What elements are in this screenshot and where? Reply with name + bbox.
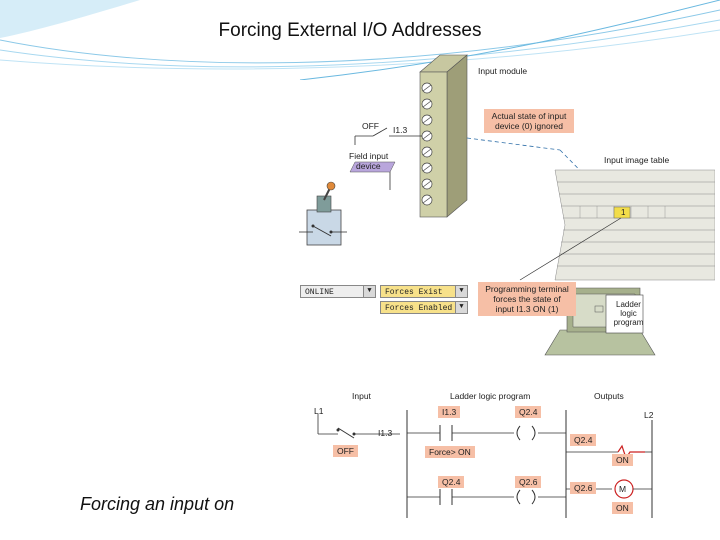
ladder-logic-card-line-1: Ladder xyxy=(616,300,641,309)
slide-title: Forcing External I/O Addresses xyxy=(218,20,482,41)
field-device-label-2: device xyxy=(356,161,381,171)
input-module-label: Input module xyxy=(478,66,528,76)
chevron-down-icon[interactable]: ▼ xyxy=(455,286,467,297)
ladder-header-input: Input xyxy=(352,391,371,401)
ladder-header-program: Ladder logic program xyxy=(450,391,531,401)
out1-state-tag: ON xyxy=(612,454,633,466)
rail-right-label: L2 xyxy=(644,410,654,420)
programming-line-1: Programming terminal xyxy=(485,284,569,294)
rung1-contact-tag: I1.3 xyxy=(438,406,461,418)
forces-exist-value: Forces Exist xyxy=(385,288,443,297)
ladder-logic-diagram xyxy=(317,410,653,518)
out2-address-tag: Q2.6 xyxy=(570,482,597,494)
motor-icon: M xyxy=(619,484,627,494)
actual-state-line-2: device (0) ignored xyxy=(494,121,564,131)
header-swoosh-decoration xyxy=(0,0,720,80)
programming-terminal-callout: Programming terminal forces the state of… xyxy=(478,282,576,316)
image-bit-value: 1 xyxy=(621,208,626,217)
out2-state-tag: ON xyxy=(612,502,633,514)
rung1-coil-tag: Q2.4 xyxy=(515,406,542,418)
input-module xyxy=(419,54,468,218)
out1-address-tag: Q2.4 xyxy=(570,434,597,446)
field-address-label: I1.3 xyxy=(378,428,393,438)
rung1-force-tag: Force> ON xyxy=(425,446,475,458)
chevron-down-icon[interactable]: ▼ xyxy=(455,302,467,313)
actual-state-callout: Actual state of input device (0) ignored xyxy=(484,109,574,133)
field-device-label-1: Field input xyxy=(349,151,389,161)
ladder-logic-card-line-3: program xyxy=(613,318,644,327)
ladder-logic-card-line-2: logic xyxy=(620,309,637,318)
ladder-logic-card: Ladder logic program xyxy=(611,300,646,327)
chevron-down-icon[interactable]: ▼ xyxy=(363,286,375,297)
actual-state-line-1: Actual state of input xyxy=(491,111,567,121)
rung2-contact-tag: Q2.4 xyxy=(438,476,465,488)
limit-switch-icon xyxy=(299,181,347,246)
input-image-table xyxy=(554,169,715,281)
input-address-label: I1.3 xyxy=(393,125,408,135)
online-dropdown-value: ONLINE xyxy=(305,288,334,297)
input-image-table-label: Input image table xyxy=(604,155,670,165)
forces-exist-dropdown[interactable]: Forces Exist ▼ xyxy=(380,285,468,298)
programming-line-2: forces the state of xyxy=(493,294,561,304)
rung2-coil-tag: Q2.6 xyxy=(515,476,542,488)
forces-enabled-dropdown[interactable]: Forces Enabled ▼ xyxy=(380,301,468,314)
online-dropdown[interactable]: ONLINE ▼ xyxy=(300,285,376,298)
ladder-header-outputs: Outputs xyxy=(594,391,624,401)
forcing-diagram xyxy=(299,54,715,356)
switch-state-label: OFF xyxy=(362,121,379,131)
slide-caption: Forcing an input on xyxy=(80,494,235,514)
field-state-tag: OFF xyxy=(333,445,358,457)
programming-line-3: input I1.3 ON (1) xyxy=(495,304,559,314)
rail-left-label: L1 xyxy=(314,406,324,416)
forces-enabled-value: Forces Enabled xyxy=(385,304,453,313)
